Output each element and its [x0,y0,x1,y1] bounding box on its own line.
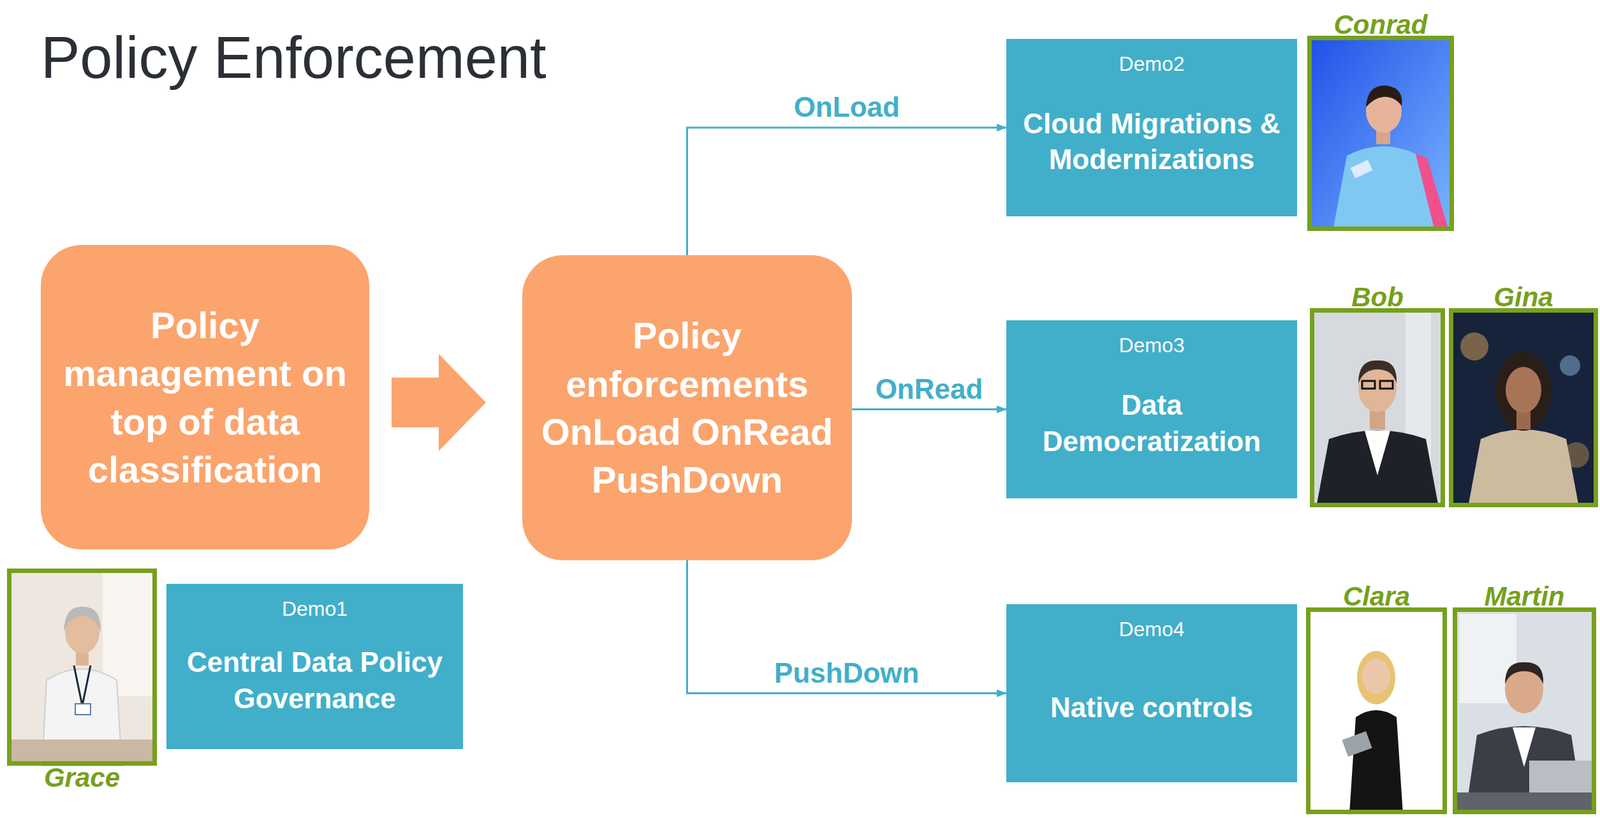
diagram-title: Policy Enforcement [40,25,547,90]
portrait-frame: Conrad [1307,35,1454,231]
portrait-grace [7,568,157,766]
portrait-martin [1452,607,1597,814]
portrait-frame: Bob [1309,308,1446,507]
portrait-bob [1309,308,1446,507]
demo-number: Demo1 [179,596,451,621]
demo-box: Demo4Native controls [1006,603,1298,782]
demo-box: Demo1Central Data Policy Governance [166,583,463,749]
person-name: Martin [1444,580,1600,612]
demo-number: Demo3 [1019,332,1285,358]
demo-title: Data Democratization [1019,357,1285,485]
person-name: Clara [1297,580,1456,612]
portrait-frame: Clara [1306,607,1447,814]
person-name: Conrad [1299,9,1463,41]
process-box: Policy management on top of data classif… [40,244,370,550]
box-text: Policy management on top of data classif… [58,300,352,494]
person-name: Gina [1440,281,1600,313]
portrait-conrad [1307,35,1454,231]
connector-arrow [687,127,1007,256]
box-text: Policy enforcements OnLoad OnRead PushDo… [540,311,835,504]
person-name: Bob [1301,281,1454,313]
connector-arrow [851,408,1007,411]
demo-title: Native controls [1019,640,1285,768]
demo-number: Demo4 [1019,616,1285,641]
demo-title: Central Data Policy Governance [179,620,451,735]
demo-box: Demo2Cloud Migrations & Modernizations [1006,38,1298,217]
process-box: Policy enforcements OnLoad OnRead PushDo… [522,255,852,560]
block-arrow [391,353,486,451]
edge-label: PushDown [774,656,919,688]
demo-title: Cloud Migrations & Modernizations [1019,75,1285,203]
demo-box: Demo3Data Democratization [1006,320,1298,499]
portrait-frame: Gina [1448,308,1599,507]
portrait-frame: Martin [1452,607,1597,814]
edge-label: OnLoad [793,91,900,123]
portrait-clara [1306,607,1447,814]
person-name: Grace [0,762,166,793]
connector-arrow [687,559,1007,694]
demo-number: Demo2 [1019,51,1285,76]
portrait-frame: Grace [7,568,157,766]
portrait-gina [1448,308,1599,507]
edge-label: OnRead [875,373,984,404]
